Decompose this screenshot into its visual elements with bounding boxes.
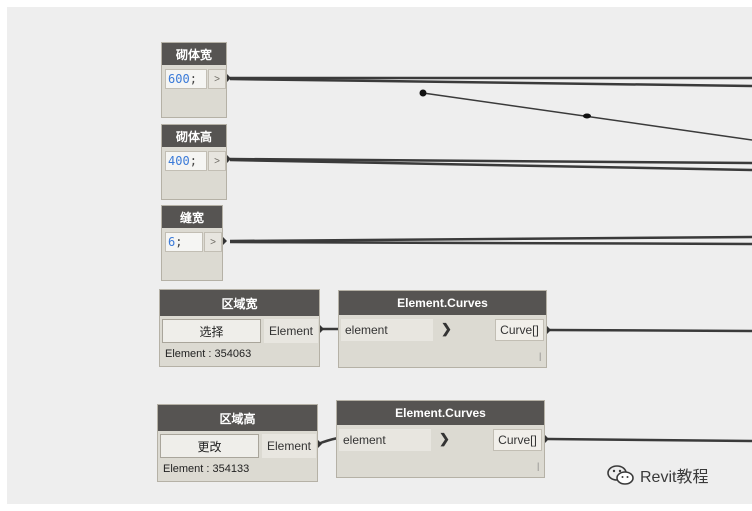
wire [229, 235, 752, 243]
output-nub [320, 325, 324, 333]
lacing-indicator: | [537, 461, 540, 471]
element-curves-node-2[interactable]: Element.Curves element ❯ Curve[] | [336, 400, 545, 478]
output-port-element[interactable]: Element [264, 319, 318, 343]
node-title: 区域宽 [160, 290, 319, 316]
chevron-right-icon: ❯ [439, 431, 450, 446]
node-title: Element.Curves [339, 291, 546, 315]
wire [547, 328, 752, 333]
change-button[interactable]: 更改 [160, 434, 259, 458]
code-block-input[interactable]: 6; [165, 232, 203, 252]
chevron-right-icon: ❯ [441, 321, 452, 336]
code-terminator: ; [189, 154, 197, 168]
output-nub [227, 74, 231, 82]
output-port-curves[interactable]: Curve[] [495, 319, 544, 341]
number-node-masonry-width[interactable]: 砌体宽 600; > [161, 42, 227, 118]
input-port-element[interactable]: element [341, 319, 433, 341]
output-nub [318, 440, 322, 448]
select-button[interactable]: 选择 [162, 319, 261, 343]
watermark: Revit教程 [606, 463, 708, 487]
wire [229, 77, 752, 88]
output-nub [545, 435, 549, 443]
output-nub [227, 155, 231, 163]
node-title: Element.Curves [337, 401, 544, 425]
element-preview: Element : 354133 [163, 463, 250, 475]
watermark-text: Revit教程 [640, 469, 709, 486]
wechat-icon [607, 465, 634, 485]
node-title: 砌体宽 [162, 43, 226, 65]
node-title: 缝宽 [162, 206, 222, 228]
code-value: 400 [168, 154, 190, 168]
node-title: 区域高 [158, 405, 317, 431]
output-port-curves[interactable]: Curve[] [493, 429, 542, 451]
code-value: 6 [168, 235, 176, 249]
output-port[interactable]: > [208, 151, 226, 171]
element-curves-node-1[interactable]: Element.Curves element ❯ Curve[] | [338, 290, 547, 368]
output-nub [547, 326, 551, 334]
node-title: 砌体高 [162, 125, 226, 147]
code-block-input[interactable]: 600; [165, 69, 207, 89]
input-port-element[interactable]: element [339, 429, 431, 451]
output-port[interactable]: > [204, 232, 222, 252]
output-nub [223, 237, 227, 245]
element-preview: Element : 354063 [165, 348, 252, 360]
number-node-masonry-height[interactable]: 砌体高 400; > [161, 124, 227, 200]
code-terminator: ; [189, 72, 197, 86]
wire-node-dot [419, 89, 427, 97]
wire [547, 437, 752, 443]
wire-node-dot [583, 113, 591, 119]
wire [229, 157, 752, 165]
number-node-joint-width[interactable]: 缝宽 6; > [161, 205, 223, 281]
code-terminator: ; [175, 235, 183, 249]
output-port-element[interactable]: Element [262, 434, 316, 458]
lacing-indicator: | [539, 351, 542, 361]
code-value: 600 [168, 72, 190, 86]
wire [229, 158, 752, 172]
select-element-node-region-height[interactable]: 区域高 更改 Element Element : 354133 [157, 404, 318, 482]
select-element-node-region-width[interactable]: 区域宽 选择 Element Element : 354063 [159, 289, 320, 367]
code-block-input[interactable]: 400; [165, 151, 207, 171]
wire [229, 240, 752, 246]
output-port[interactable]: > [208, 69, 226, 89]
